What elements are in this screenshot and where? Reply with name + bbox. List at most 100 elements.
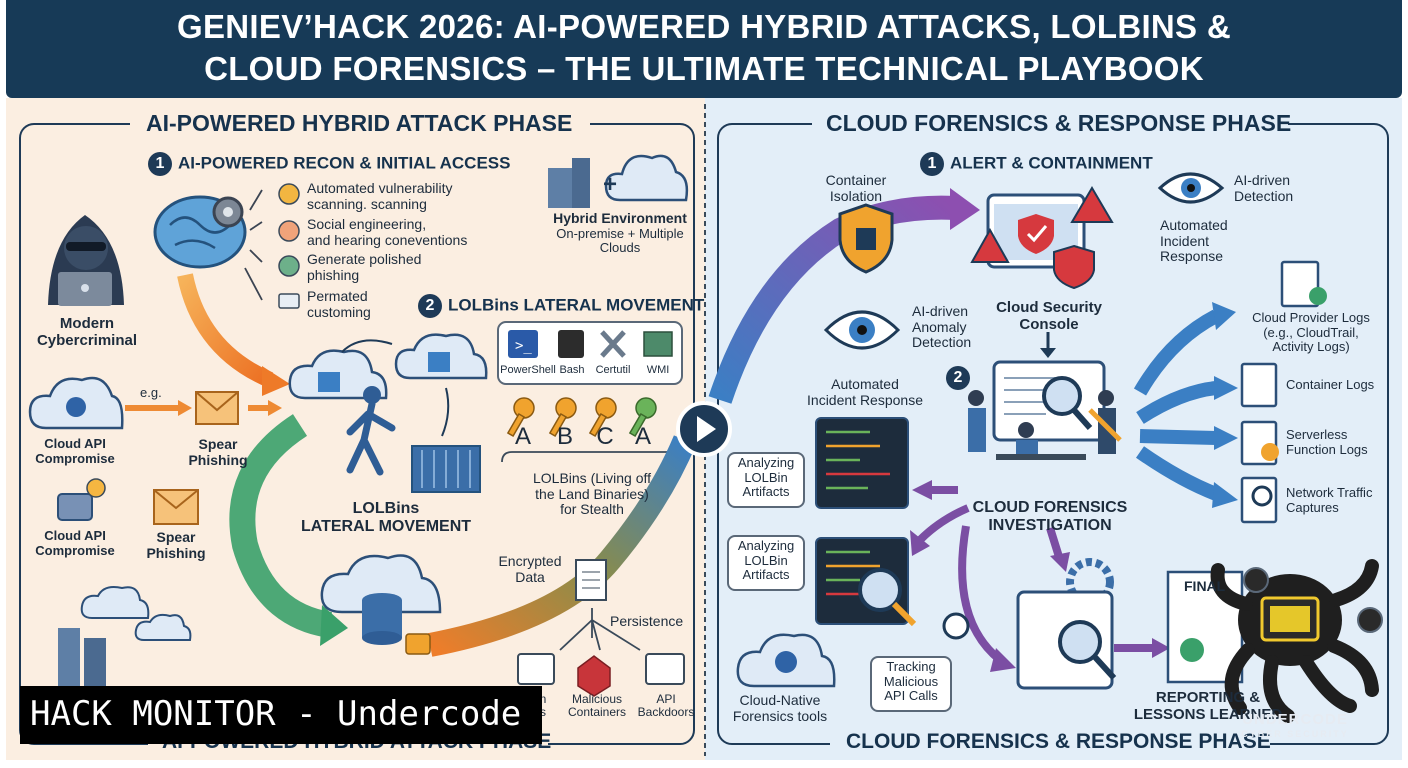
label-line: LESSONS LEARNED	[1133, 705, 1283, 723]
label-line: Analyzing	[737, 455, 795, 470]
watermark-bar: HACK MONITOR - Undercode	[20, 686, 542, 744]
key-label-a2: A	[634, 423, 651, 450]
shield-icon	[838, 203, 894, 274]
label-line: Function Logs	[1286, 441, 1368, 457]
eg-label: e.g.	[140, 385, 162, 400]
label-line: LATERAL MOVEMENT	[300, 517, 472, 535]
label-line: Cloud Provider Logs	[1252, 310, 1370, 325]
label-line: Data	[515, 568, 545, 585]
label-line: Malicious	[571, 692, 622, 706]
label-line: API	[656, 692, 676, 706]
title-banner: GENIEV’HACK 2026: AI-POWERED HYBRID ATTA…	[6, 0, 1402, 98]
label-line: Artifacts	[742, 567, 790, 583]
svg-text:+: +	[603, 171, 617, 198]
label-line: Forensics tools	[732, 707, 828, 724]
label-line: Response	[1160, 248, 1224, 265]
label-line: Cloud API	[44, 528, 106, 543]
persistence-label: Persistence	[610, 613, 684, 629]
label-line: Encrypted	[498, 553, 562, 569]
forensics-section-title: CLOUD FORENSICS & RESPONSE PHASE	[826, 110, 1292, 136]
envelope-icon	[153, 391, 239, 525]
label-line: Compromise	[35, 450, 115, 466]
label-line: Automated	[831, 376, 899, 392]
database-lock-icon	[320, 554, 442, 655]
label-line: Console	[1019, 315, 1079, 333]
warning-icon	[970, 186, 1114, 290]
label-line: Compromise	[35, 542, 115, 558]
final-document-label: FINAL	[1184, 578, 1226, 594]
svg-text:>_: >_	[515, 338, 532, 354]
key-label-a: A	[514, 423, 531, 450]
log-container: Container Logs	[1286, 377, 1375, 393]
label-line: Container	[825, 172, 887, 188]
label-line: Container Logs	[1286, 377, 1375, 392]
label-line: s	[540, 705, 546, 720]
tool-wmi: WMI	[646, 364, 670, 376]
label-line: Detection	[912, 334, 972, 351]
eye-icon	[823, 172, 1225, 350]
magnifier-icon	[1042, 376, 1093, 430]
label-line: Cloud-Native	[739, 692, 821, 708]
step-title-text: LOLBins LATERAL MOVEMENT	[448, 295, 705, 315]
hacker-icon	[48, 215, 124, 306]
tool-certutil: Certutil	[595, 364, 631, 376]
label-line: n	[539, 692, 547, 706]
forensics-section-footer: CLOUD FORENSICS & RESPONSE PHASE	[846, 730, 1271, 753]
log-cloud-provider: Cloud Provider Logs(e.g., CloudTrail,Act…	[1226, 310, 1396, 355]
bullet-line: Generate polished	[307, 251, 422, 267]
watermark-text: HACK MONITOR - Undercode	[30, 694, 522, 734]
label-line: Network Traffic	[1286, 485, 1373, 500]
bullet-line: Permated	[307, 288, 368, 304]
label-line: Clouds	[599, 240, 641, 256]
label-line: for Stealth	[560, 501, 624, 518]
label-line: Phishing	[188, 451, 248, 468]
bullet-2: Social engineering,and hearing coneventi…	[307, 216, 467, 248]
label-line: Artifacts	[742, 484, 790, 500]
label-line: On-premise + Multiple	[556, 225, 684, 241]
bullet-line: phishing	[307, 266, 360, 283]
label-line: Cloud Security	[996, 299, 1102, 316]
label-line: Spear	[198, 436, 238, 452]
step-number: 1	[920, 152, 944, 176]
label-line: Isolation	[829, 187, 883, 204]
label-line: CLOUD FORENSICS	[972, 499, 1128, 516]
label-line: Malicious	[883, 673, 939, 689]
label-line: AI-driven	[1234, 172, 1291, 188]
label-line: Serverless	[1286, 427, 1348, 442]
label-line: the Land Binaries)	[535, 485, 649, 502]
brand-sub: CYBER SECURITY	[1241, 728, 1349, 739]
label-line: Analyzing	[737, 538, 795, 553]
label-line: LOLBin	[744, 469, 788, 485]
label-line: LOLBin	[744, 552, 788, 568]
label-line: Activity Logs)	[1272, 339, 1350, 355]
reporting-label: REPORTING &LESSONS LEARNED	[1118, 689, 1298, 724]
title-line-1: GENIEV’HACK 2026: AI-POWERED HYBRID ATTA…	[177, 8, 1231, 45]
label-line: INVESTIGATION	[988, 516, 1112, 534]
key-label-c: C	[596, 423, 614, 450]
label-line: Containers	[567, 705, 627, 720]
tool-bash: Bash	[559, 364, 585, 376]
label-line: Detection	[1234, 187, 1294, 204]
label-line: LOLBins (Living off	[532, 470, 652, 486]
bullet-line: Automated vulnerability	[307, 180, 453, 196]
